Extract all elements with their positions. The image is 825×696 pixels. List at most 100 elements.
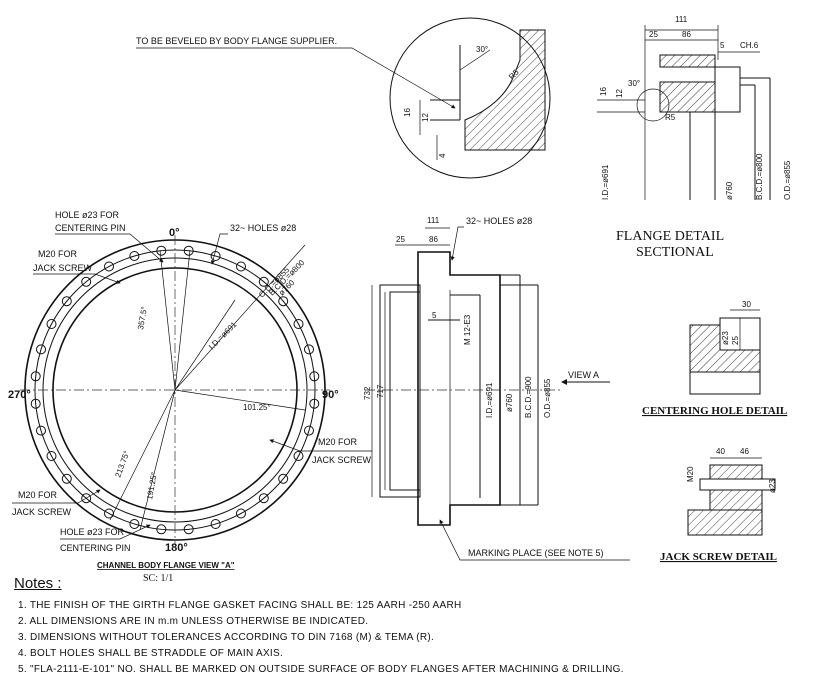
- bolt-hole: [156, 524, 167, 535]
- callout-hole23-top-line1: HOLE ø23 FOR: [55, 210, 120, 220]
- flange-detail: 111 25 86 5 CH.6 16 12 30° R5 I.D.=ø691 …: [597, 15, 792, 260]
- bolt-hole: [210, 519, 221, 529]
- bevel-detail: TO BE BEVELED BY BODY FLANGE SUPPLIER. 3…: [136, 17, 551, 179]
- fd-w86: 86: [682, 30, 691, 39]
- dim-id: I.D.=ø691: [207, 320, 239, 352]
- callout-m20-top-line1: M20 FOR: [38, 249, 78, 259]
- bolt-hole: [129, 519, 140, 529]
- bolt-hole: [304, 344, 314, 355]
- fd-760: ø760: [725, 181, 734, 200]
- bolt-hole: [36, 344, 46, 355]
- bolt-hole: [278, 296, 289, 307]
- js-m20: M20: [686, 466, 695, 482]
- dim-213: 213.75°: [113, 450, 131, 479]
- callout-32-holes-front: 32~ HOLES ø28: [230, 223, 296, 233]
- fd-h16: 16: [599, 87, 608, 96]
- bolt-hole: [293, 319, 304, 329]
- angle-180: 180°: [165, 542, 188, 554]
- fd-id: I.D.=ø691: [601, 164, 610, 200]
- callout-bevel: TO BE BEVELED BY BODY FLANGE SUPPLIER.: [136, 36, 337, 46]
- jack-lower-hatch: [687, 509, 763, 536]
- ch-w30: 30: [742, 300, 751, 309]
- bolt-hole: [81, 493, 92, 504]
- angle-90: 90°: [322, 389, 339, 401]
- sv-w25: 25: [396, 235, 405, 244]
- bevel-angle: 30°: [476, 45, 488, 54]
- ch-d23: ø23: [721, 331, 730, 345]
- bolt-hole: [61, 473, 72, 484]
- sv-od: O.D.=ø855: [543, 378, 552, 418]
- bolt-hole: [36, 425, 46, 436]
- bolt-hole: [293, 451, 304, 461]
- ch-d25: 25: [731, 336, 740, 345]
- bolt-hole: [309, 371, 320, 382]
- jack-screw-detail: 40 46 M20 ø23 JACK SCREW DETAIL: [660, 447, 777, 563]
- fd-w5: 5: [720, 41, 725, 50]
- fd-w25: 25: [649, 30, 658, 39]
- sv-w86: 86: [429, 235, 438, 244]
- fd-a30: 30°: [628, 79, 640, 88]
- bolt-hole: [156, 245, 167, 256]
- dim-357: 357.5°: [136, 306, 149, 330]
- sv-bcd: B.C.D.=900: [524, 376, 533, 418]
- fd-w111: 111: [675, 15, 688, 24]
- bevel-d16: 16: [403, 108, 412, 117]
- bolt-hole: [81, 276, 92, 287]
- js-d23: ø23: [768, 479, 777, 493]
- fd-ch6: CH.6: [740, 41, 759, 50]
- bolt-hole: [61, 296, 72, 307]
- callout-m20-top-line2: JACK SCREW: [33, 263, 93, 273]
- callout-hole23-bottom-line1: HOLE ø23 FOR: [60, 527, 125, 537]
- bevel-section-hatch: [464, 29, 546, 151]
- bolt-hole: [30, 371, 41, 382]
- sv-w111: 111: [427, 216, 440, 225]
- notes-section: Notes : 1. THE FINISH OF THE GIRTH FLANG…: [14, 575, 814, 680]
- bolt-hole: [236, 261, 246, 272]
- bolt-hole: [183, 245, 194, 256]
- sv-m12: M 12-E3: [463, 314, 472, 345]
- bevel-d12: 12: [421, 113, 430, 122]
- dim-191: 191.25°: [145, 472, 159, 501]
- centering-hole-detail: 30 ø23 25 CENTERING HOLE DETAIL: [642, 300, 787, 417]
- bolt-hole: [278, 473, 289, 484]
- callout-m20-right-line2: JACK SCREW: [312, 455, 372, 465]
- jack-detail-title: JACK SCREW DETAIL: [660, 551, 777, 563]
- front-view-scale: SC: 1/1: [143, 573, 174, 584]
- callout-hole23-bottom-line2: CENTERING PIN: [60, 543, 131, 553]
- sv-h732: 732: [363, 386, 372, 400]
- note-1: 1. THE FINISH OF THE GIRTH FLANGE GASKET…: [18, 600, 462, 611]
- callout-hole23-top-line2: CENTERING PIN: [55, 223, 126, 233]
- fd-od: O.D.=ø855: [783, 160, 792, 200]
- sv-d5: 5: [432, 311, 437, 320]
- fd-bcd: B.C.D.=ø800: [755, 153, 764, 200]
- callout-marking-place: MARKING PLACE (SEE NOTE 5): [468, 548, 604, 558]
- bolt-hole: [258, 276, 269, 287]
- note-2: 2. ALL DIMENSIONS ARE IN m.m UNLESS OTHE…: [18, 616, 369, 627]
- bolt-hole: [46, 319, 57, 329]
- fd-lower-hatch: [659, 81, 716, 113]
- js-w40: 40: [716, 447, 725, 456]
- notes-heading: Notes :: [14, 575, 62, 592]
- note-4: 4. BOLT HOLES SHALL BE STRADDLE OF MAIN …: [18, 648, 284, 659]
- engineering-drawing: 0° 90° 180° 270° 357.5° I.D.=ø691 O.D.=ø…: [8, 15, 792, 570]
- note-5: 5. "FLA-2111-E-101" NO. SHALL BE MARKED …: [18, 664, 624, 675]
- bolt-hole: [30, 398, 41, 409]
- flange-detail-title: FLANGE DETAIL: [616, 229, 724, 244]
- front-view-title: CHANNEL BODY FLANGE VIEW "A": [97, 561, 235, 570]
- bolt-holes: [30, 245, 320, 535]
- js-w46: 46: [740, 447, 749, 456]
- bolt-hole: [129, 251, 140, 261]
- bolt-hole: [258, 493, 269, 504]
- bolt-hole: [304, 425, 314, 436]
- sv-760: ø760: [505, 393, 514, 412]
- bevel-d4: 4: [438, 153, 447, 158]
- bolt-hole: [46, 451, 57, 461]
- angle-270: 270°: [8, 389, 31, 401]
- callout-32-holes-side: 32~ HOLES ø28: [466, 216, 532, 226]
- dim-101: 101.25°: [243, 403, 271, 412]
- detail-circle: [389, 17, 551, 179]
- callout-m20-right-line1: M20 FOR: [318, 437, 358, 447]
- flange-detail-subtitle: SECTIONAL: [636, 245, 714, 260]
- callout-m20-bottom-line1: M20 FOR: [18, 490, 58, 500]
- fd-r5: R5: [665, 113, 676, 122]
